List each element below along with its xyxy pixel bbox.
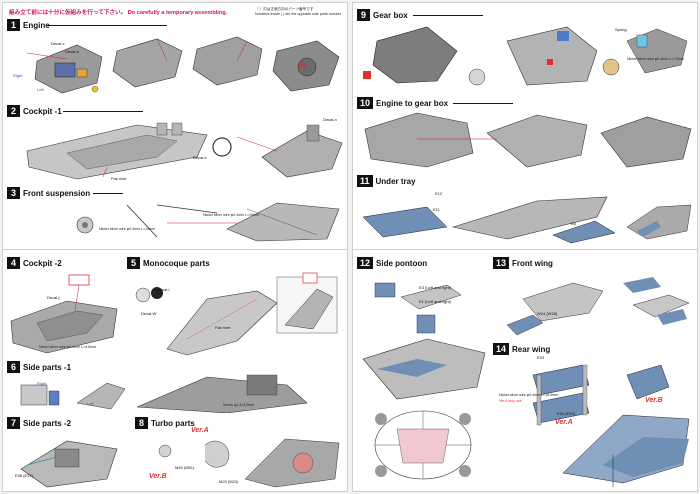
step-11-under-tray: 11 Under tray E12 E11 E6 (357, 175, 695, 245)
label-wire-suspension: Nickel silver wire φ0.4mm L=14mm (99, 227, 156, 231)
engine-gearbox-illustration (364, 112, 692, 168)
step-number: 3 (7, 187, 20, 199)
part-e34: E34 (E35) (557, 411, 576, 416)
step-title: Cockpit -2 (23, 258, 62, 268)
front-suspension-illustration (76, 202, 340, 242)
step-5-monocoque-parts: 5 Monocoque parts Decal-l Decal-W Flat r… (127, 257, 345, 357)
step-title: Rear wing (512, 344, 551, 354)
label-decal-a: Decal-a (65, 49, 79, 54)
gear-box-illustration (363, 26, 688, 86)
version-a-badge: Ver.A (191, 427, 209, 434)
step-9-gear-box: 9 Gear box Spring Nickel silver wire φ0.… (357, 9, 695, 93)
engine-assembly-illustration (26, 36, 340, 94)
caution-en: Do carefully a temporary assembling. (127, 10, 228, 16)
step-1-engine: 1 Engine Decal-c Decal-a Right Left (7, 19, 345, 101)
under-tray-illustration (362, 196, 692, 244)
label-left-right-e3: E3 (Left and right) (419, 285, 452, 290)
step-number: 12 (357, 257, 374, 269)
cockpit-tub-illustration (26, 122, 343, 180)
label-decal-l: Decal-l (157, 287, 170, 292)
step-number: 4 (7, 257, 20, 269)
step-7-side-parts-2: 7 Side parts -2 E36 (E37) (7, 417, 131, 489)
step-title: Side parts -2 (23, 418, 72, 428)
instruction-sheet-right: 9 Gear box Spring Nickel silver wire φ0.… (352, 2, 698, 492)
label-screw: Screw φ1.4×3.0mm (223, 403, 255, 407)
step-number: 1 (7, 19, 20, 31)
part-e12: E12 (435, 191, 443, 196)
step-title: Turbo parts (151, 418, 195, 428)
part-e33: E33 (537, 355, 545, 360)
step-8-turbo-parts: 8 Turbo parts Ver.A Ver.B M49 (M51) M23 … (135, 417, 345, 489)
step-title: Cockpit -1 (23, 106, 62, 116)
step-14-rear-wing: 14 Rear wing Ver.B Ver.A Nickel silver w… (493, 343, 695, 489)
step-title: Side pontoon (376, 258, 428, 268)
caution-jp: 組み立て前には十分に仮組みを行って下さい。 (9, 10, 127, 16)
version-b-rear: Ver.B (645, 397, 663, 404)
part-e36: E36 (E37) (15, 473, 34, 478)
caution-header: 組み立て前には十分に仮組みを行って下さい。 Do carefully a tem… (9, 8, 227, 16)
step-title: Engine to gear box (376, 98, 449, 108)
turbo-illustration (158, 438, 340, 488)
step-title: Front wing (512, 258, 553, 268)
step-3-front-suspension: 3 Front suspension Nickel silver wire φ0… (7, 187, 345, 243)
step-title: Front suspension (23, 188, 91, 198)
label-left-right-e1: E1 (Left and right) (419, 299, 452, 304)
step-title: Monocoque parts (143, 258, 210, 268)
step-number: 2 (7, 105, 20, 117)
step-4-cockpit-2: 4 Cockpit -2 Decal-j Nickel silver wire … (7, 257, 123, 357)
step-number: 11 (357, 175, 373, 187)
label-wire-cockpit: Nickel silver wire φ0.4mm L=4.5mm (39, 345, 97, 349)
part-e6: E6 (571, 221, 576, 226)
step-number: 9 (357, 9, 370, 21)
step-title: Side parts -1 (23, 362, 72, 372)
version-a-rear: Ver.A (555, 419, 573, 426)
label-decal-j: Decal-j (47, 295, 60, 300)
step-number: 10 (357, 97, 374, 109)
label-decal-n: Decal-n (323, 117, 337, 122)
instruction-sheet-left: 組み立て前には十分に仮組みを行って下さい。 Do carefully a tem… (2, 2, 348, 492)
label-ver-a-only: Ver.A only use (499, 399, 522, 403)
side-parts-illustration (20, 374, 308, 413)
label-wire-suspension-2: Nickel silver wire φ0.4mm L=16mm (203, 213, 260, 217)
label-right-6: Right (37, 381, 47, 386)
label-left: Left (37, 87, 44, 92)
side-pontoon-illustration (362, 282, 486, 480)
label-decal-w: Decal-W (141, 311, 157, 316)
version-b-badge: Ver.B (149, 473, 167, 480)
step-title: Under tray (375, 176, 416, 186)
front-wing-illustration (506, 277, 690, 336)
label-decal-b: Decal-b (193, 155, 207, 160)
part-w24: W24 (W28) (537, 311, 558, 316)
part-m49: M49 (M51) (175, 465, 195, 470)
step-13-front-wing: 13 Front wing W24 (W28) (493, 257, 695, 343)
step-12-side-pontoon: 12 Side pontoon E3 (Left and right) E1 (… (357, 257, 489, 489)
side-parts-2-illustration (20, 440, 118, 488)
label-wire-rear: Nickel silver wire φ0.4mm L=10.5mm (499, 393, 559, 397)
step-6-side-parts-1: 6 Side parts -1 Right Left Screw φ1.4×3.… (7, 361, 345, 413)
step-title: Engine (23, 20, 50, 30)
part-e11: E11 (433, 207, 440, 212)
label-wire-gear: Nickel silver wire φ0.4mm L=7.5mm (627, 57, 685, 61)
label-spring: Spring (615, 27, 627, 32)
parts-note-jp: （ ）内は正面方向のパーツ番号です (255, 7, 314, 11)
step-number: 8 (135, 417, 148, 429)
label-flat-rivet: Flat rivet (111, 176, 127, 181)
label-decal-c: Decal-c (51, 41, 65, 46)
label-right: Right (13, 73, 23, 78)
part-m23: M23 (M23) (219, 479, 239, 484)
label-left-6: Left (87, 401, 94, 406)
step-number: 7 (7, 417, 20, 429)
cockpit-seat-illustration (10, 274, 118, 354)
step-title: Gear box (373, 10, 408, 20)
step-number: 5 (127, 257, 140, 269)
parts-note-en: Numbers inside ( ) are the opposite side… (255, 12, 341, 16)
label-flat-rivet-5: Flat rivet (215, 325, 231, 330)
step-number: 6 (7, 361, 20, 373)
step-number: 14 (493, 343, 510, 355)
rear-wing-illustration (532, 364, 690, 487)
monocoque-illustration (135, 272, 338, 356)
step-10-engine-to-gear-box: 10 Engine to gear box (357, 97, 695, 171)
step-2-cockpit-1: 2 Cockpit -1 Flat rivet Decal-b Decal-n (7, 105, 345, 183)
step-number: 13 (493, 257, 510, 269)
